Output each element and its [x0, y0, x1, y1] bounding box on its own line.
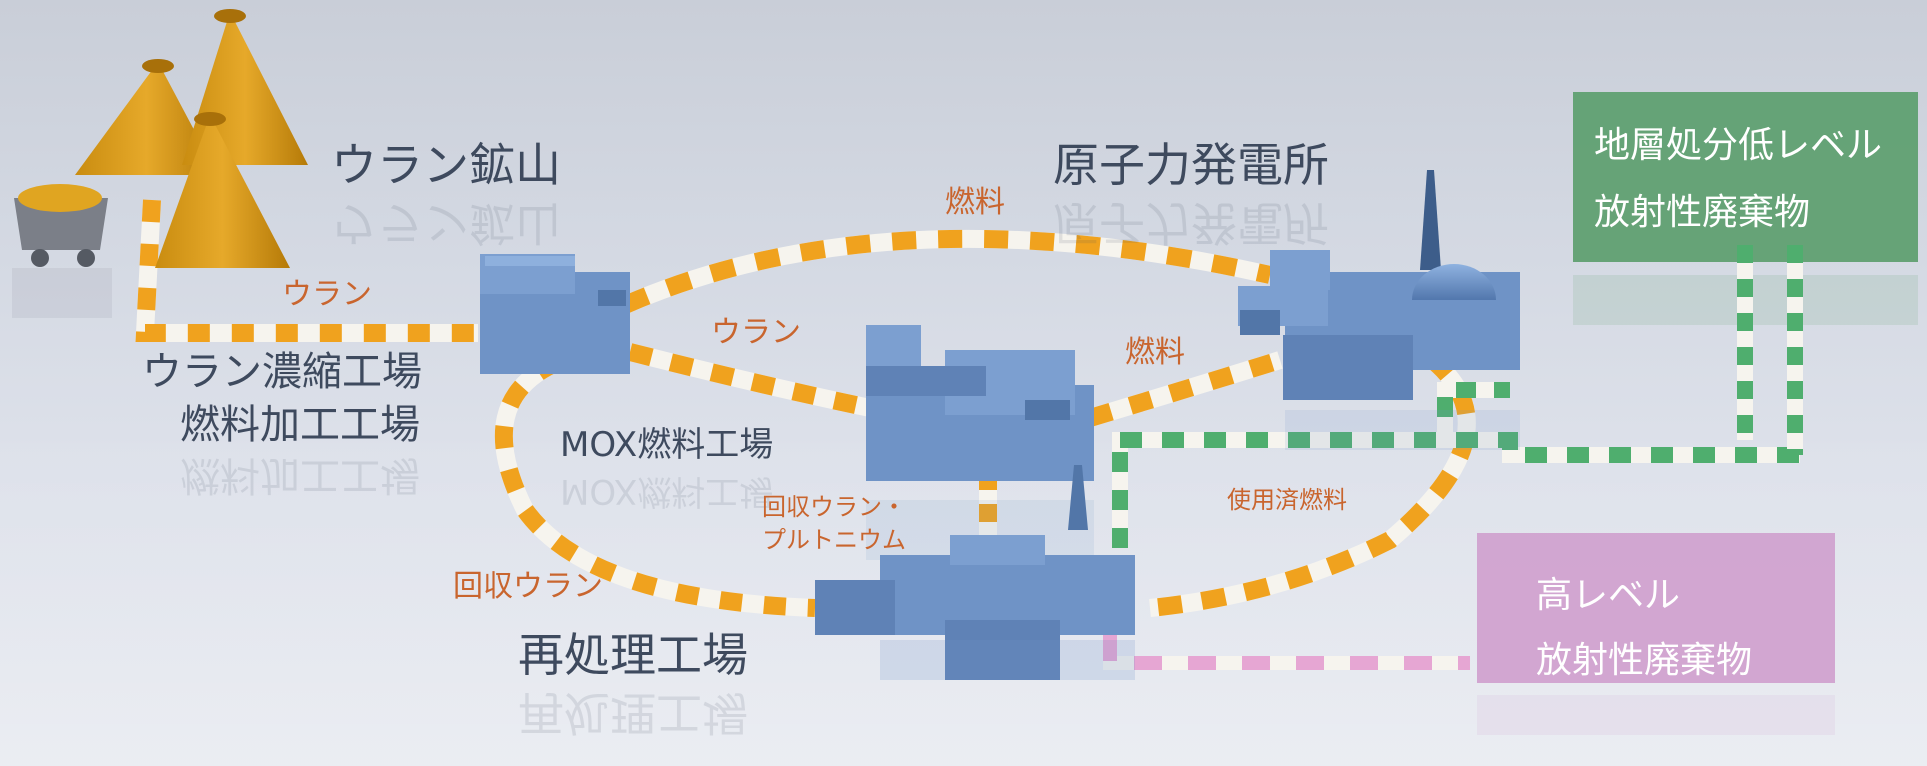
- high-level-waste-box: [1477, 533, 1835, 735]
- reprocessing-plant-label-reflection: 再処理工場: [518, 686, 748, 740]
- uranium-mine-label-reflection: ウラン鉱山: [331, 196, 561, 250]
- nuclear-power-plant-building: [1238, 170, 1520, 450]
- enrichment-plant-label-line1: ウラン濃縮工場: [142, 349, 422, 395]
- flow-label-uranium-1: ウラン: [282, 277, 372, 312]
- flow-label-recovered-u-pu-line2: プルトニウム: [762, 526, 906, 554]
- mox-plant-label-reflection: MOX燃料工場: [560, 471, 774, 511]
- flow-label-spent-fuel: 使用済燃料: [1227, 486, 1347, 514]
- flow-label-fuel-1: 燃料: [945, 185, 1005, 220]
- reprocessing-plant-label: 再処理工場: [518, 628, 748, 682]
- mox-plant-building: [866, 325, 1094, 560]
- nuclear-power-plant-label-reflection: 原子力発電所: [1053, 196, 1329, 250]
- flow-label-recovered-uranium: 回収ウラン: [453, 569, 603, 604]
- low-level-waste-label-line2: 放射性廃棄物: [1594, 192, 1811, 233]
- uranium-mine-label: ウラン鉱山: [331, 138, 561, 192]
- mox-plant-label: MOX燃料工場: [560, 425, 774, 465]
- high-level-waste-label-line1: 高レベル: [1536, 575, 1681, 616]
- enrichment-plant-label-line2: 燃料加工工場: [180, 402, 420, 448]
- flow-label-fuel-2: 燃料: [1125, 335, 1185, 370]
- nuclear-power-plant-label: 原子力発電所: [1053, 138, 1329, 192]
- low-level-waste-label-line1: 地層処分低レベル: [1594, 125, 1883, 166]
- reprocessing-plant-building: [815, 465, 1135, 680]
- enrichment-plant-label-reflection: 燃料加工工場: [180, 452, 420, 498]
- pipes: [135, 199, 1803, 670]
- uranium-mine-illustration: [12, 9, 308, 318]
- flow-label-recovered-u-pu-line1: 回収ウラン・: [762, 493, 906, 521]
- high-level-waste-label-line2: 放射性廃棄物: [1536, 640, 1753, 681]
- flow-label-uranium-2: ウラン: [711, 315, 801, 350]
- enrichment-plant-building: [480, 254, 630, 374]
- low-level-waste-box: [1573, 92, 1918, 325]
